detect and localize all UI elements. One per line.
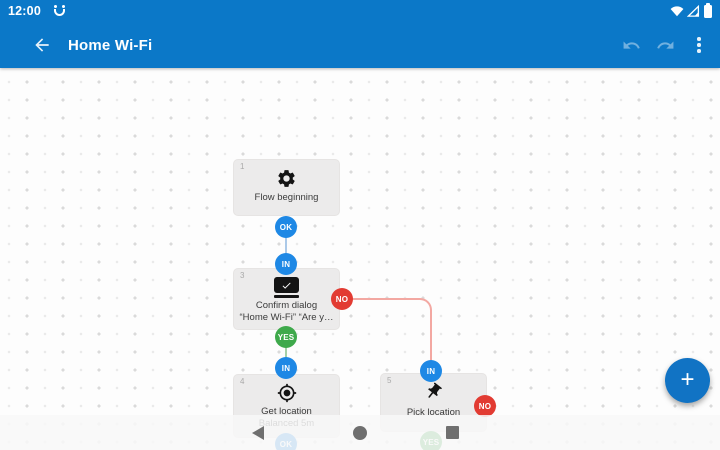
port-ok-block1[interactable]: OK <box>275 216 297 238</box>
wifi-status-icon <box>670 6 684 17</box>
block-subtitle: “Home Wi-Fi” “Are y… <box>239 311 334 323</box>
port-in-block4[interactable]: IN <box>275 357 297 379</box>
cell-signal-icon <box>687 5 700 17</box>
battery-icon <box>704 2 712 18</box>
nav-back-button[interactable] <box>234 415 282 450</box>
nav-recents-button[interactable] <box>428 415 476 450</box>
clock: 12:00 <box>8 4 41 18</box>
back-arrow-icon[interactable] <box>30 33 54 57</box>
port-no-block5[interactable]: NO <box>474 395 496 417</box>
my-location-icon <box>277 383 297 403</box>
block-title: Confirm dialog <box>255 300 318 311</box>
automate-notification-icon <box>53 5 66 17</box>
block-number: 3 <box>240 271 245 280</box>
add-block-fab[interactable]: + <box>665 358 710 403</box>
push-pin-icon <box>420 378 447 405</box>
undo-icon[interactable] <box>618 32 644 58</box>
block-number: 1 <box>240 162 245 171</box>
port-in-block3[interactable]: IN <box>275 253 297 275</box>
plus-icon: + <box>680 365 695 393</box>
block-title: Flow beginning <box>254 192 319 203</box>
confirm-dialog-icon <box>274 277 299 298</box>
block-flow-beginning[interactable]: 1 Flow beginning <box>233 159 340 216</box>
overflow-menu-icon[interactable] <box>686 32 712 58</box>
app-bar: Home Wi-Fi <box>0 22 720 68</box>
port-no-block3[interactable]: NO <box>331 288 353 310</box>
nav-home-button[interactable] <box>336 415 384 450</box>
wire-no3-in5 <box>352 298 432 362</box>
block-title: Get location <box>261 406 312 417</box>
block-confirm-dialog[interactable]: 3 Confirm dialog “Home Wi-Fi” “Are y… <box>233 268 340 330</box>
port-in-block5[interactable]: IN <box>420 360 442 382</box>
wire-yes3-in4 <box>285 337 287 369</box>
flow-title: Home Wi-Fi <box>68 36 153 54</box>
gear-icon <box>276 168 297 189</box>
block-number: 5 <box>387 376 392 385</box>
status-bar: 12:00 <box>0 0 720 22</box>
flow-canvas[interactable]: 1 Flow beginning 3 Confirm dialog “Home … <box>0 68 720 450</box>
system-nav-bar <box>0 415 720 450</box>
block-number: 4 <box>240 377 245 386</box>
block-title: Pick location <box>406 407 461 418</box>
redo-icon[interactable] <box>652 32 678 58</box>
port-yes-block3[interactable]: YES <box>275 326 297 348</box>
